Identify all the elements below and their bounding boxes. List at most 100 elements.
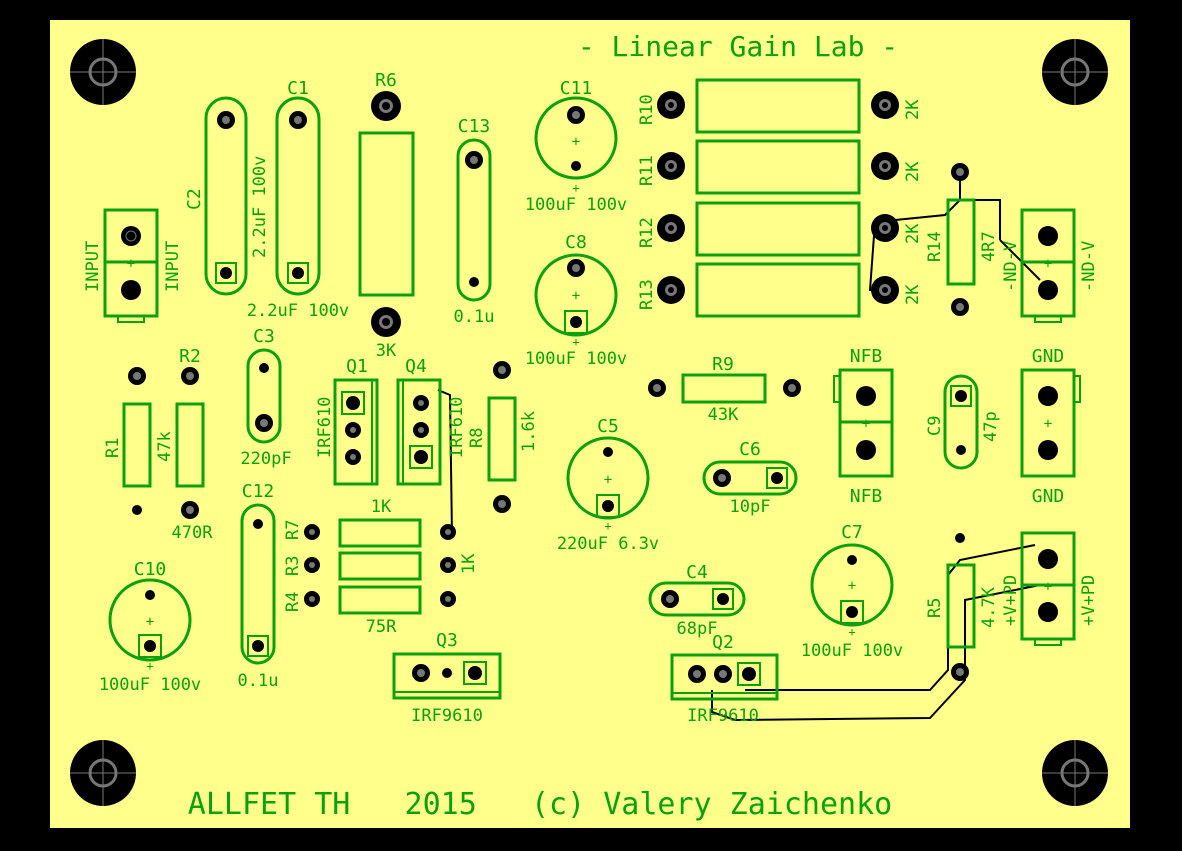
c3-value: 220pF <box>240 449 291 469</box>
c4-label: C4 <box>686 562 708 583</box>
board-title: - Linear Gain Lab - <box>578 30 898 63</box>
c2-value: 2.2uF 100v <box>250 156 270 258</box>
c7-outline <box>810 543 894 627</box>
plus-sign: + <box>848 578 856 594</box>
q4-label: Q4 <box>405 356 427 377</box>
r9-label: R9 <box>712 354 734 375</box>
input-connector[interactable]: + <box>103 208 159 323</box>
plus-sign: + <box>1044 579 1052 595</box>
r12: R12 2K <box>637 201 923 257</box>
svg-text:2K: 2K <box>903 161 923 182</box>
plus-sign: + <box>848 625 855 639</box>
r6-body <box>358 131 415 297</box>
nfb-connector[interactable]: + <box>833 368 894 478</box>
r5-value: 4.7K <box>979 586 999 628</box>
r5-body <box>946 563 976 649</box>
q4-value: IRF610 <box>447 397 467 458</box>
r1-label: R1 <box>103 438 123 458</box>
q3-value: IRF9610 <box>411 706 483 726</box>
svg-text:2K: 2K <box>903 99 923 120</box>
r4-label: R4 <box>283 592 303 612</box>
r10: R10 2K <box>637 78 923 134</box>
negative-supply-connector[interactable]: + <box>1020 208 1076 323</box>
q1-value: IRF610 <box>315 397 335 458</box>
r4-body <box>338 585 422 615</box>
r3-body <box>338 551 422 581</box>
c10-label: C10 <box>134 559 167 580</box>
r9-body <box>681 373 767 404</box>
pcb-board <box>50 20 1130 828</box>
c6-outline <box>702 460 798 496</box>
r8-value: 1.6k <box>519 411 539 452</box>
q1-label: Q1 <box>346 356 368 377</box>
r8-body <box>487 396 517 482</box>
neg-label-left: -ND-V <box>1001 241 1021 292</box>
plus-sign: + <box>572 134 580 150</box>
gnd-connector[interactable]: + <box>1020 368 1081 478</box>
mounting-hole-icon <box>1042 740 1108 806</box>
c7-label: C7 <box>841 522 863 543</box>
r2-value: 470R <box>172 523 214 543</box>
c9-label: C9 <box>925 416 945 436</box>
svg-text:R10: R10 <box>637 94 657 125</box>
c8-value: 100uF 100v <box>525 349 627 369</box>
input-label-right: INPUT <box>163 241 183 292</box>
c11-value: 100uF 100v <box>525 195 627 215</box>
q4-body <box>396 378 442 486</box>
c11-label: C11 <box>560 78 593 99</box>
r7-body <box>338 518 422 548</box>
plus-sign: + <box>1044 416 1052 432</box>
svg-text:2K: 2K <box>903 284 923 305</box>
c13-value: 0.1u <box>454 307 495 327</box>
svg-text:R11: R11 <box>637 155 657 186</box>
gnd-label-bottom: GND <box>1032 486 1065 507</box>
c6-value: 10pF <box>730 497 771 517</box>
c11-outline <box>534 96 618 180</box>
c1-outline <box>275 96 321 296</box>
c13-label: C13 <box>458 116 491 137</box>
c1-value: 2.2uF 100v <box>247 301 349 321</box>
c2-label: C2 <box>184 188 205 210</box>
r7-value: 1K <box>371 497 392 517</box>
r9-value: 43K <box>708 405 739 425</box>
r14-label: R14 <box>925 231 945 262</box>
r3-label: R3 <box>283 556 303 576</box>
pos-label-right: +V+PD <box>1079 575 1099 626</box>
q2-body <box>670 653 779 701</box>
nfb-label-bottom: NFB <box>850 486 883 507</box>
gnd-label-top: GND <box>1032 346 1065 367</box>
r14-body <box>946 198 976 286</box>
pos-label-left: +V+PD <box>1001 575 1021 626</box>
c6-label: C6 <box>739 439 761 460</box>
q2-label: Q2 <box>712 632 734 653</box>
svg-text:2K: 2K <box>903 223 923 244</box>
plus-sign: + <box>1044 256 1052 272</box>
q3-label: Q3 <box>436 630 458 651</box>
c3-label: C3 <box>253 326 275 347</box>
plus-sign: + <box>604 472 612 488</box>
plus-sign: + <box>572 181 579 195</box>
plus-sign: + <box>127 256 135 272</box>
r13: R13 2K <box>637 262 923 318</box>
plus-sign: + <box>604 519 611 533</box>
r3-value: 1K <box>459 553 479 574</box>
c12-value: 0.1u <box>238 671 279 691</box>
mounting-hole-icon <box>70 740 136 806</box>
r4-value: 75R <box>366 617 397 637</box>
nfb-label-top: NFB <box>850 346 883 367</box>
c3-outline <box>246 348 282 444</box>
r5-label: R5 <box>925 598 945 618</box>
q1-body <box>333 378 379 486</box>
positive-supply-connector[interactable]: + <box>1020 531 1076 646</box>
svg-text:R13: R13 <box>637 279 657 310</box>
board-footer: ALLFET TH 2015 (c) Valery Zaichenko <box>188 787 892 822</box>
plus-sign: + <box>862 416 870 432</box>
q3-body <box>392 652 502 700</box>
c5-label: C5 <box>597 416 619 437</box>
c5-value: 220uF 6.3v <box>557 534 659 554</box>
c10-outline <box>108 578 192 662</box>
plus-sign: + <box>572 288 580 304</box>
r1-value: 47k <box>155 431 175 462</box>
input-label-left: INPUT <box>83 241 103 292</box>
